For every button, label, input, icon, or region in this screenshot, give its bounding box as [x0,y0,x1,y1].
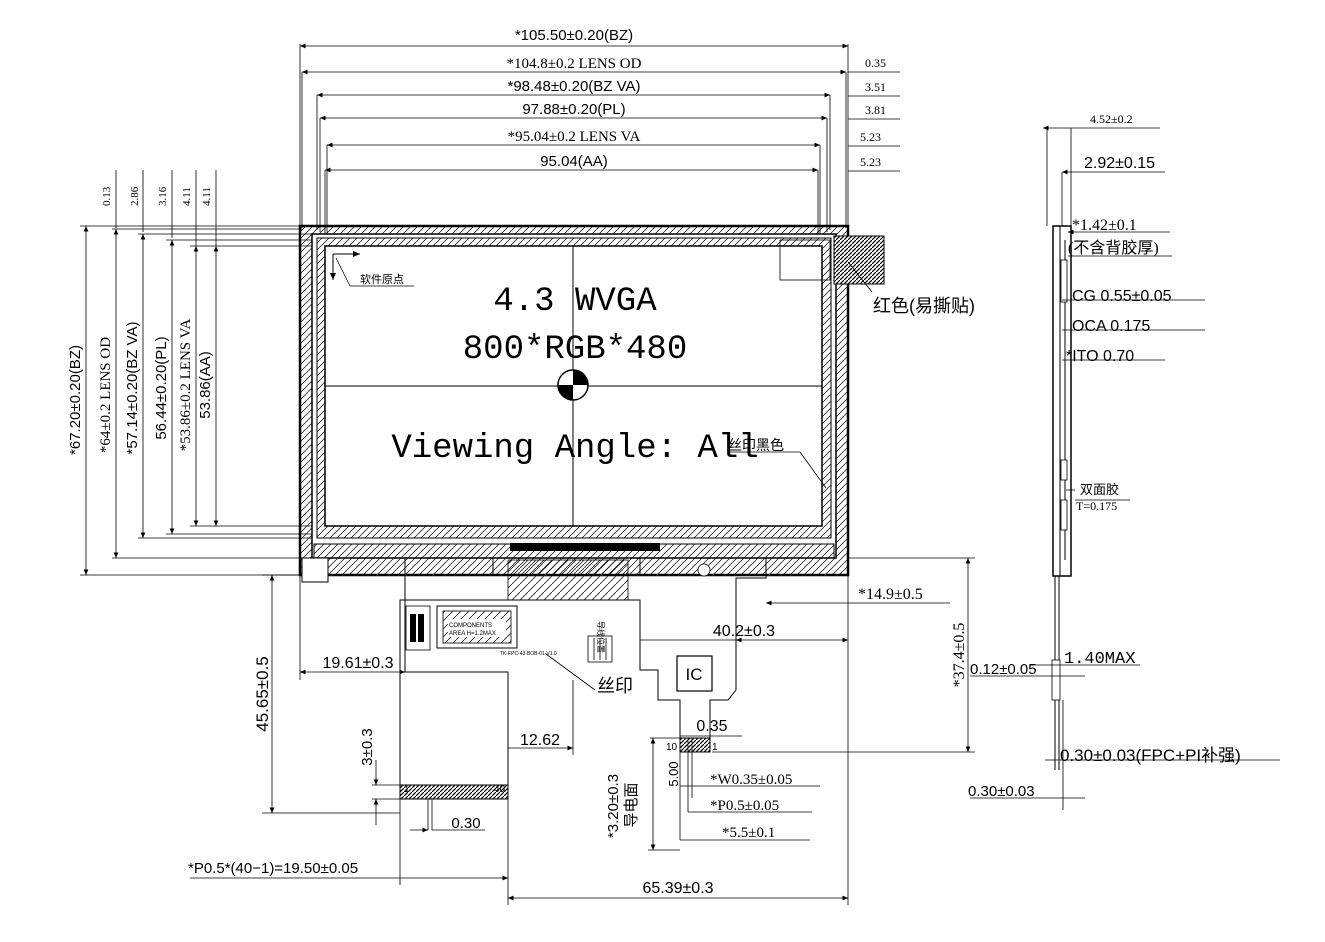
panel-title-size: 4.3 WVGA [493,283,657,321]
dim-0-35: 0.35 [696,718,727,735]
dim-r1: 0.35 [865,56,886,70]
center-target-icon [557,369,589,401]
side-fpc-pi: 0.30±0.03(FPC+PI补强) [1060,746,1241,765]
side-1-40-max: 1.40MAX [1064,650,1135,669]
side-0-30: 0.30±0.03 [968,783,1035,800]
fpc-outline [301,543,767,800]
pin-1-label: 1 [404,784,410,795]
dim-p-0-5: *P0.5±0.05 [710,798,779,814]
side-no-adhesive-note: (不含背胶厚) [1068,239,1159,257]
dim-l4: 4.11 [181,187,193,206]
dim-pl-width: 97.88±0.20(PL) [522,101,625,118]
dim-aa-width: 95.04(AA) [540,153,608,170]
dim-pitch: *P0.5*(40−1)=19.50±0.05 [188,860,358,877]
side-cg-label: CG 0.55±0.05 [1072,288,1172,305]
dim-r2: 3.51 [865,80,886,94]
dim-45-65: 45.65±0.5 [253,656,272,732]
pin-1b-label: 1 [712,742,718,753]
dim-3-20: *3.20±0.3 [605,774,622,838]
dim-l5: 4.11 [201,187,213,206]
side-ito-label: *ITO 0.70 [1066,348,1134,365]
dim-65-39: 65.39±0.3 [642,880,713,897]
dim-lens-va-height: *53.86±0.2 LENS VA [178,318,194,451]
dim-bz-va-height: *57.14±0.20(BZ VA) [124,321,141,454]
side-view [970,125,1280,810]
origin-label: 软件原点 [360,272,404,286]
dim-12-62: 12.62 [520,732,560,749]
dim-l2: 2.86 [129,186,141,206]
dim-r5: 5.23 [860,155,881,169]
ic-label: IC [686,665,703,684]
components-label-1: COMPONENTS [449,623,492,629]
fpc-part-number: TK-FPC-43-BOB-01-V1.0 [500,651,557,657]
panel-title-resolution: 800*RGB*480 [463,331,687,369]
dim-lens-od-height: *64±0.2 LENS OD [98,337,114,453]
dim-bz-va-width: *98.48±0.20(BZ VA) [507,78,640,95]
dim-w-0-35: *W0.35±0.05 [710,772,792,788]
left-dimensions: 0.13 2.86 3.16 4.11 4.11 *67.20±0.20(BZ)… [67,170,325,576]
dim-l3: 3.16 [157,186,169,206]
dim-5-00: 5.00 [666,761,681,786]
dim-14-9: *14.9±0.5 [858,586,923,603]
silk-label: 丝印 [597,676,633,696]
side-0-12: 0.12±0.05 [970,661,1037,678]
side-dim-1-42: *1.42±0.1 [1072,217,1137,234]
conductive-side-label: 导电面 [623,782,640,827]
viewing-angle-text: Viewing Angle: All [391,430,758,468]
side-tape-thickness: T=0.175 [1076,499,1117,513]
panel-outline [298,224,885,577]
pin-10-label: 10 [666,742,678,753]
side-tape-label: 双面胶 [1080,482,1119,497]
dim-bz-width: *105.50±0.20(BZ) [515,27,633,44]
pin-40-label: 40 [494,784,506,795]
fpc-dimensions [190,557,975,905]
top-dimensions: *105.50±0.20(BZ) *104.8±0.2 LENS OD *98.… [299,27,900,236]
fpc-sideways-text: 导线位置 [596,621,606,653]
dim-40-2: 40.2±0.3 [713,623,775,640]
red-tab-label: 红色(易撕贴) [873,296,975,316]
side-dim-4-52: 4.52±0.2 [1090,112,1133,126]
dim-r4: 5.23 [860,130,881,144]
dim-3: 3±0.3 [359,728,376,765]
dim-l1: 0.13 [101,186,113,206]
dim-0-30: 0.30 [451,815,480,832]
side-dim-2-92: 2.92±0.15 [1084,155,1155,172]
dim-19-61: 19.61±0.3 [322,655,393,672]
dim-r3: 3.81 [865,103,886,117]
dim-bz-height: *67.20±0.20(BZ) [67,345,84,455]
dim-lens-od-width: *104.8±0.2 LENS OD [507,56,642,72]
components-label-2: AREA H=1.2MAX [449,631,496,637]
origin-marker-icon [330,251,414,287]
dim-5-5: *5.5±0.1 [722,825,775,841]
dim-pl-height: 56.44±0.20(PL) [153,336,170,439]
side-oca-label: OCA 0.175 [1072,318,1150,335]
dim-lens-va-width: *95.04±0.2 LENS VA [508,129,641,145]
dim-aa-height: 53.86(AA) [197,351,214,419]
silk-black-label: 丝印黑色 [728,437,784,453]
dim-37-4: *37.4±0.5 [951,623,968,688]
